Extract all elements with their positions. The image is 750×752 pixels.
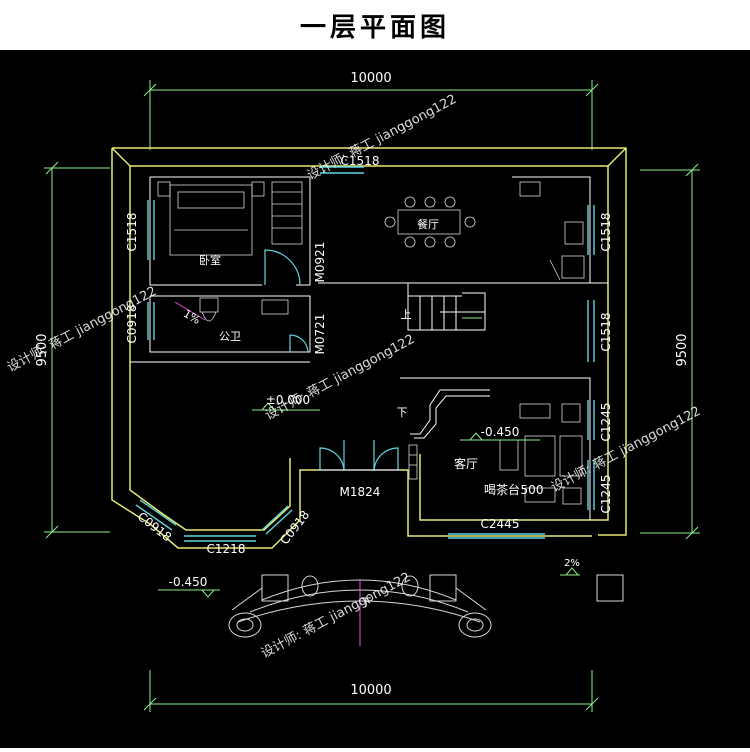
window-right-stair-label: C1518 xyxy=(599,313,613,352)
outer-walls xyxy=(111,147,627,549)
watermark-5: 设计师: 蒋工 jianggong122 xyxy=(259,570,413,662)
step-down-label: 下 xyxy=(361,596,372,609)
dimension-lines xyxy=(44,80,700,712)
room-living: 客厅 xyxy=(454,456,478,471)
window-top-label: C1518 xyxy=(341,154,380,168)
porch xyxy=(228,574,624,646)
room-bedroom: 卧室 xyxy=(199,253,221,267)
dim-right-label: 9500 xyxy=(675,333,690,366)
room-bathroom: 公卫 xyxy=(219,330,241,343)
level-markers xyxy=(158,301,580,598)
room-tea-table: 喝茶台 xyxy=(484,482,520,497)
window-living-bottom-label: C2445 xyxy=(481,517,520,531)
windows xyxy=(135,166,595,542)
window-right-kitchen-label: C1518 xyxy=(599,213,613,252)
stair-down-label: 下 xyxy=(397,406,408,419)
door-bedroom-label: M0921 xyxy=(313,242,327,283)
window-right-living-a-label: C1245 xyxy=(599,403,613,442)
header-bar: 一层平面图 xyxy=(0,0,750,50)
level-outside-label: -0.450 xyxy=(169,575,208,589)
dim-bottom-label: 10000 xyxy=(350,683,391,698)
stair-up-label: 上 xyxy=(401,308,412,321)
watermark-1: 设计师: 蒋工 jianggong122 xyxy=(305,92,459,184)
room-dining: 餐厅 xyxy=(417,217,439,231)
living-extra-label: 500 xyxy=(521,483,544,497)
window-left-upper-label: C1518 xyxy=(125,213,139,252)
dim-left-label: 9500 xyxy=(35,333,50,366)
interior-walls xyxy=(130,176,608,520)
cad-canvas: 10000 10000 9500 9500 xyxy=(0,50,750,748)
slope-outside-label: 2% xyxy=(564,558,580,569)
doors xyxy=(264,249,400,471)
labels: 卧室 餐厅 公卫 客厅 喝茶台 500 C1518 C1518 C0918 C1… xyxy=(125,154,613,609)
drawing-title: 一层平面图 xyxy=(299,12,450,43)
level-living-label: -0.450 xyxy=(481,425,520,439)
watermarks: 设计师: 蒋工 jianggong122 设计师: 蒋工 jianggong12… xyxy=(5,92,703,662)
window-right-living-b-label: C1245 xyxy=(599,475,613,514)
door-entrance-label: M1824 xyxy=(340,485,381,499)
level-hall-label: ±0.000 xyxy=(266,393,310,407)
floor-plan: 10000 10000 9500 9500 xyxy=(5,71,703,712)
door-bath-label: M0721 xyxy=(313,314,327,355)
window-bay-middle-label: C1218 xyxy=(207,542,246,556)
window-left-bath-label: C0918 xyxy=(125,305,139,344)
slope-bath-label: 1% xyxy=(181,307,203,327)
watermark-3: 设计师: 蒋工 jianggong122 xyxy=(263,332,417,424)
dim-top-label: 10000 xyxy=(350,71,391,86)
furniture xyxy=(157,181,585,505)
